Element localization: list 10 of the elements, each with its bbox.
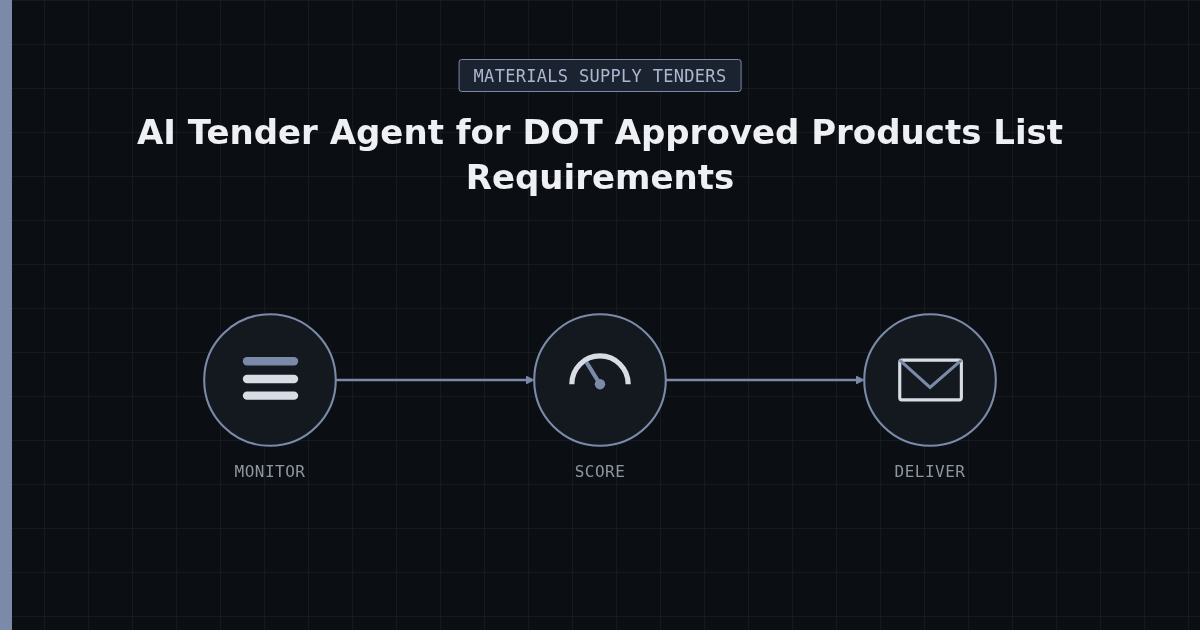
step-circle <box>203 313 337 447</box>
step-caption: DELIVER <box>894 461 966 481</box>
arrow <box>335 375 535 385</box>
arrow <box>665 375 865 385</box>
title: AI Tender Agent for DOT Approved Products List Requirements <box>135 111 1065 199</box>
step-circle <box>863 313 997 447</box>
step-caption: SCORE <box>574 461 626 481</box>
step-caption: MONITOR <box>234 461 306 481</box>
category-badge: MATERIALS SUPPLY TENDERS <box>458 59 742 92</box>
step-circle <box>533 313 667 447</box>
